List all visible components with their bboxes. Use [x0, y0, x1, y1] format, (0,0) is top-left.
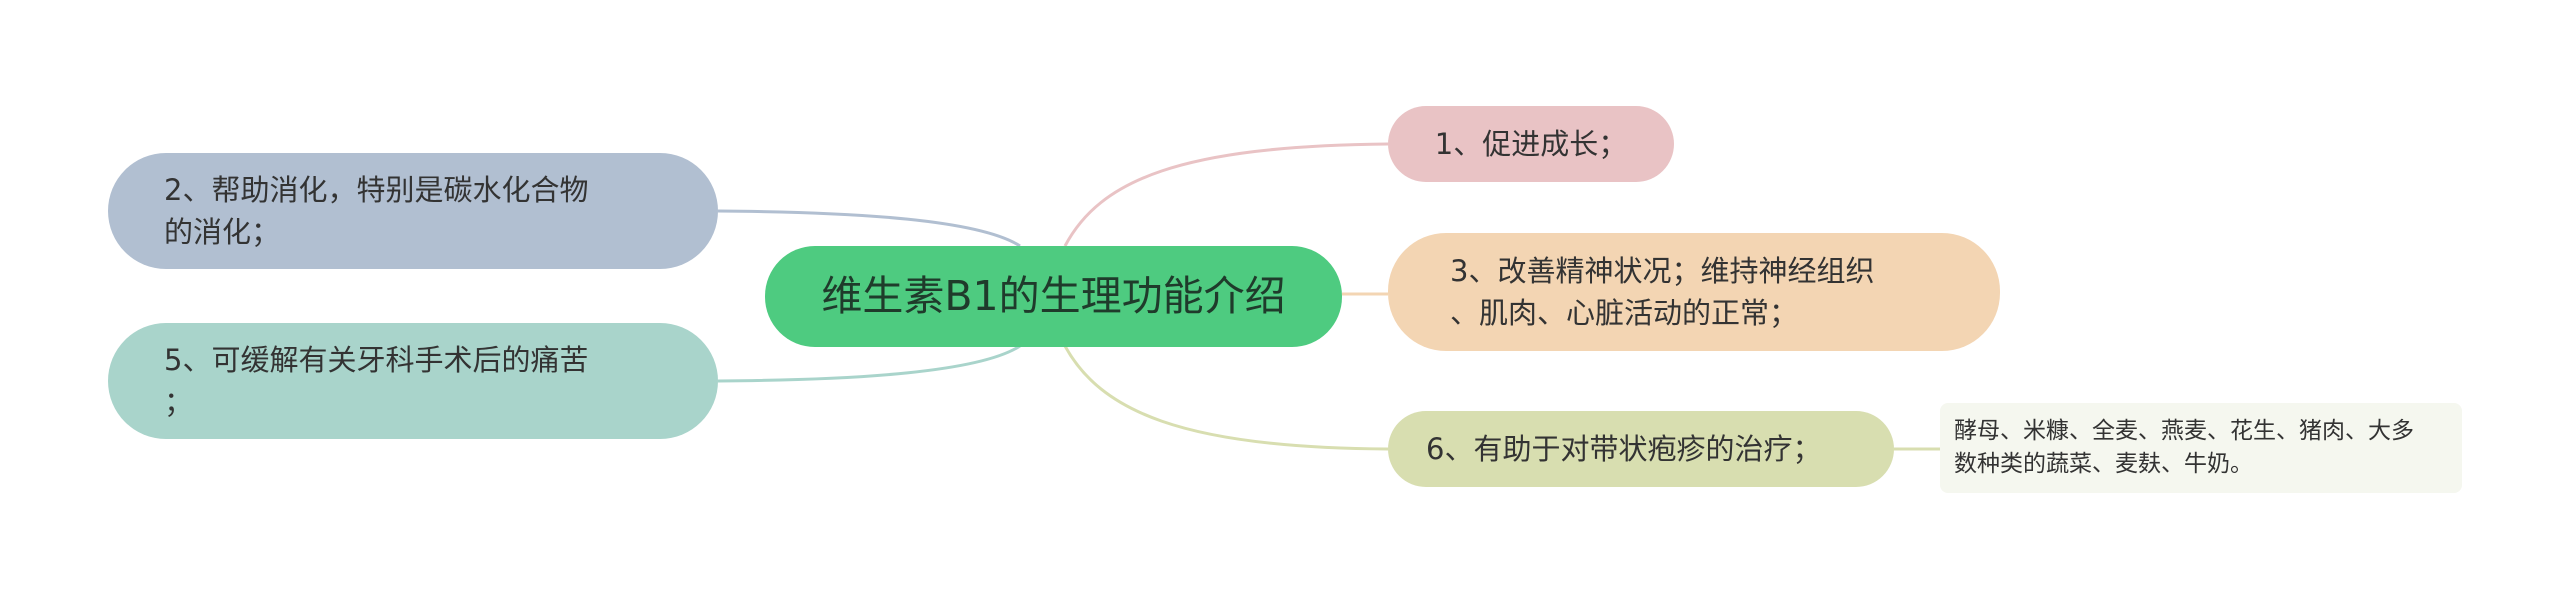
branch-node-2[interactable]: 2、帮助消化，特别是碳水化合物 的消化；	[108, 153, 718, 269]
branch-node-6-label: 6、有助于对带状疱疹的治疗；	[1426, 431, 1822, 466]
branch-node-2-label: 2、帮助消化，特别是碳水化合物 的消化；	[164, 172, 589, 249]
leaf-node-food-sources-label: 酵母、米糠、全麦、燕麦、花生、猪肉、大多 数种类的蔬菜、麦麸、牛奶。	[1954, 417, 2414, 477]
connector-central-to-branch-5	[717, 344, 1021, 383]
branch-node-5[interactable]: 5、可缓解有关牙科手术后的痛苦 ；	[108, 323, 718, 439]
branch-node-1[interactable]: 1、促进成长；	[1388, 106, 1674, 182]
central-topic[interactable]: 维生素B1的生理功能介绍	[765, 246, 1342, 347]
branch-node-3[interactable]: 3、改善精神状况；维持神经组织 、肌肉、心脏活动的正常；	[1388, 233, 2000, 351]
connector-central-to-branch-1	[1063, 142, 1389, 247]
connector-central-to-branch-6	[1063, 345, 1389, 451]
branch-node-5-label: 5、可缓解有关牙科手术后的痛苦 ；	[164, 342, 589, 419]
branch-node-3-label: 3、改善精神状况；维持神经组织 、肌肉、心脏活动的正常；	[1450, 253, 1875, 330]
branch-node-6[interactable]: 6、有助于对带状疱疹的治疗；	[1388, 411, 1894, 487]
central-topic-label: 维生素B1的生理功能介绍	[821, 271, 1286, 320]
branch-node-1-label: 1、促进成长；	[1434, 126, 1628, 161]
connector-central-to-branch-2	[717, 209, 1021, 248]
leaf-node-food-sources[interactable]: 酵母、米糠、全麦、燕麦、花生、猪肉、大多 数种类的蔬菜、麦麸、牛奶。	[1940, 403, 2462, 493]
